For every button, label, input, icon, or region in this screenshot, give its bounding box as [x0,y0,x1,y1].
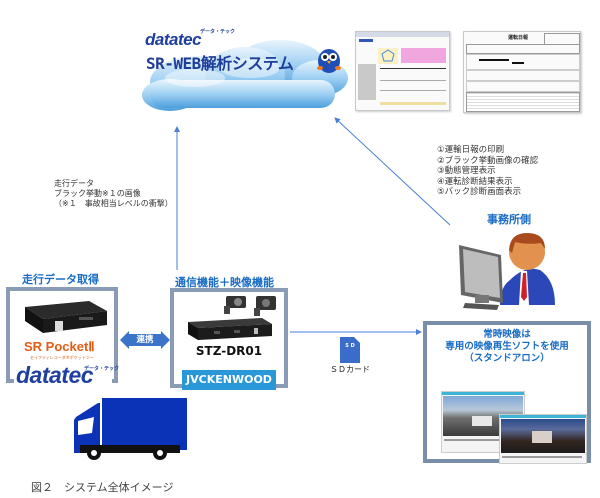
daily-report-title: 運転日報 [508,35,529,41]
sr-pocket-logo: SR PocketⅡ [24,339,95,354]
daily-report-thumbnail: 運転日報 [463,31,581,113]
feature-item: ⑤バック診断画面表示 [437,187,522,197]
upload-note-line: 走行データ [54,179,94,188]
recorder-frame: SR PocketⅡ セイフティレコーダ®ポケットツー [6,287,118,383]
sr-pocket-subtitle: セイフティレコーダ®ポケットツー [30,355,94,360]
upload-note-line: （※１ 事故相当レベルの衝撃） [54,199,173,208]
camera-icon [254,296,276,316]
sd-card-label: ＳＤカード [330,365,370,374]
playback-line: 専用の映像再生ソフトを使用 [445,341,569,352]
camera-icon [224,296,246,314]
figure-caption: 図２ システム全体イメージ [31,481,174,494]
feature-item: ②ブラック挙動画像の確認 [437,155,539,166]
feature-item: ③動態管理表示 [437,166,496,176]
analysis-screen-thumbnail [355,31,450,111]
sd-card-icon-text: S D [345,343,355,349]
feature-item: ④運転診断結果表示 [437,176,513,187]
playback-line: 常時映像は [483,329,531,340]
owl-mascot-icon [317,49,341,73]
office-feature-list: ①運輸日報の印刷 ②ブラック挙動画像の確認 ③動態管理表示 ④運転診断結果表示 … [437,145,538,198]
upload-note-line: ブラック挙動※１の画像 [54,189,141,198]
playback-text: 常時映像は 専用の映像再生ソフトを使用 （スタンドアロン） [427,329,587,365]
office-worker-icon [459,233,555,310]
recorder-datatec-logo: datatec [16,362,94,388]
dashcam-recorder-icon [188,318,272,340]
system-title: SR-WEB解析システム [146,54,294,73]
playback-frame: 常時映像は 専用の映像再生ソフトを使用 （スタンドアロン） [423,321,591,464]
sd-card-icon [340,337,360,363]
upload-note: 走行データ ブラック挙動※１の画像 （※１ 事故相当レベルの衝撃） [54,179,173,209]
recorder-datatec-ruby: データ・テック [84,366,120,372]
office-title: 事務所側 [487,213,531,226]
link-arrow: 連携 [120,330,170,350]
office-access-arrow [334,117,451,226]
datatec-ruby: データ・テック [200,29,236,35]
recorder-title: 走行データ取得 [22,273,99,286]
video-player-screenshot [499,414,587,464]
cloud-system: datatec データ・テック SR-WEB解析システム [140,20,355,120]
dashcam-model: STZ-DR01 [195,344,263,358]
recorder-brand-bg [14,368,112,390]
sr-pocket-device-icon [25,301,107,333]
datatec-logo: datatec [145,30,202,49]
truck-icon [74,398,187,460]
feature-item: ①運輸日報の印刷 [437,145,505,155]
dashcam-title: 通信機能＋映像機能 [175,276,274,289]
link-label: 連携 [136,335,154,345]
playback-line: （スタンドアロン） [464,353,550,364]
sd-card: S D [340,337,360,363]
jvckenwood-brand: JVCKENWOOD [182,370,276,390]
